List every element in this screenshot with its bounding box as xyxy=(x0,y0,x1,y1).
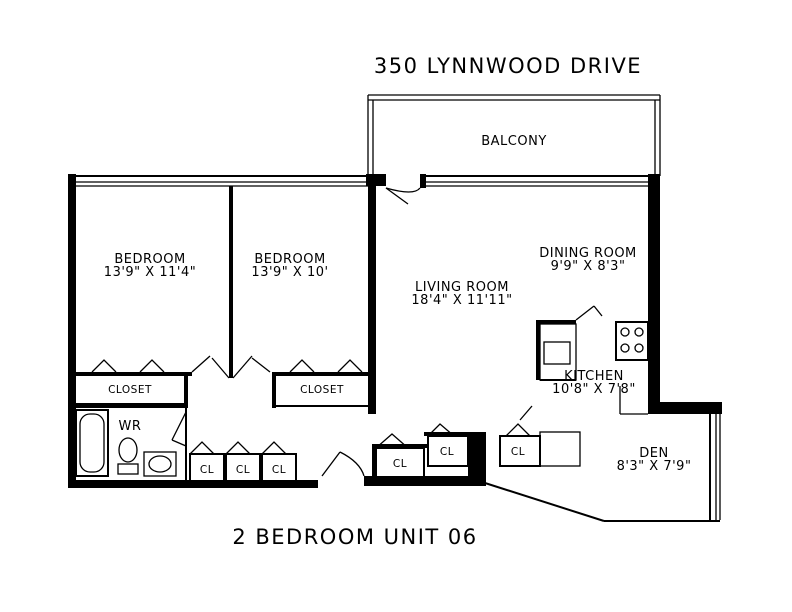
closet-boxes xyxy=(189,431,581,483)
cl3-label: CL xyxy=(272,464,286,476)
kitchen-label: KITCHEN xyxy=(564,369,624,384)
closet2-label: CLOSET xyxy=(300,384,344,396)
toilet xyxy=(117,437,139,475)
den-dimensions: 8'3" X 7'9" xyxy=(617,459,692,474)
balcony xyxy=(367,94,661,176)
living-room-dimensions: 18'4" X 11'11" xyxy=(411,293,512,308)
closet1-label: CLOSET xyxy=(108,384,152,396)
living-room-label: LIVING ROOM xyxy=(415,280,509,295)
exterior-walls xyxy=(68,174,722,522)
balcony-label: BALCONY xyxy=(481,134,547,149)
cl2-label: CL xyxy=(236,464,250,476)
cl1-label: CL xyxy=(200,464,214,476)
doors xyxy=(91,187,603,477)
den-label: DEN xyxy=(639,446,668,461)
interior-walls xyxy=(70,186,648,480)
bedroom2-dimensions: 13'9" X 10' xyxy=(251,265,328,280)
bedroom2-label: BEDROOM xyxy=(254,252,325,267)
cl4-label: CL xyxy=(393,458,407,470)
sink xyxy=(143,451,177,477)
unit-title: 2 BEDROOM UNIT 06 xyxy=(232,525,477,549)
stove xyxy=(615,321,649,361)
kitchen-dimensions: 10'8" X 7'8" xyxy=(552,382,636,397)
washroom-label: WR xyxy=(119,419,142,434)
dining-room-label: DINING ROOM xyxy=(539,246,637,261)
kitchen-counter xyxy=(539,323,577,381)
bedroom1-label: BEDROOM xyxy=(114,252,185,267)
bedroom1-dimensions: 13'9" X 11'4" xyxy=(104,265,196,280)
dining-room-dimensions: 9'9" X 8'3" xyxy=(551,259,626,274)
cl6-label: CL xyxy=(511,446,525,458)
cl5-label: CL xyxy=(440,446,454,458)
building-address-title: 350 LYNNWOOD DRIVE xyxy=(374,54,642,78)
bathtub xyxy=(75,409,109,477)
